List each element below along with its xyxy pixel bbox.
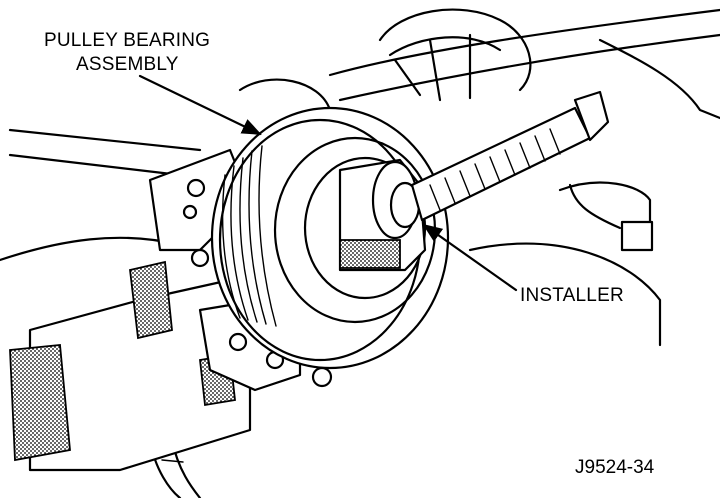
compressor-body xyxy=(9,148,333,472)
installer-label: INSTALLER xyxy=(520,285,624,306)
figure-code: J9524-34 xyxy=(575,457,655,478)
engine-background xyxy=(0,8,720,347)
installer-tool xyxy=(338,90,610,272)
callouts: PULLEY BEARING ASSEMBLY INSTALLER J9524-… xyxy=(44,30,655,478)
installer-leader-line xyxy=(422,223,518,292)
pulley-leader-line xyxy=(138,74,262,136)
pulley-label-line2: ASSEMBLY xyxy=(76,54,179,75)
pulley-label-line1: PULLEY BEARING xyxy=(44,30,210,51)
